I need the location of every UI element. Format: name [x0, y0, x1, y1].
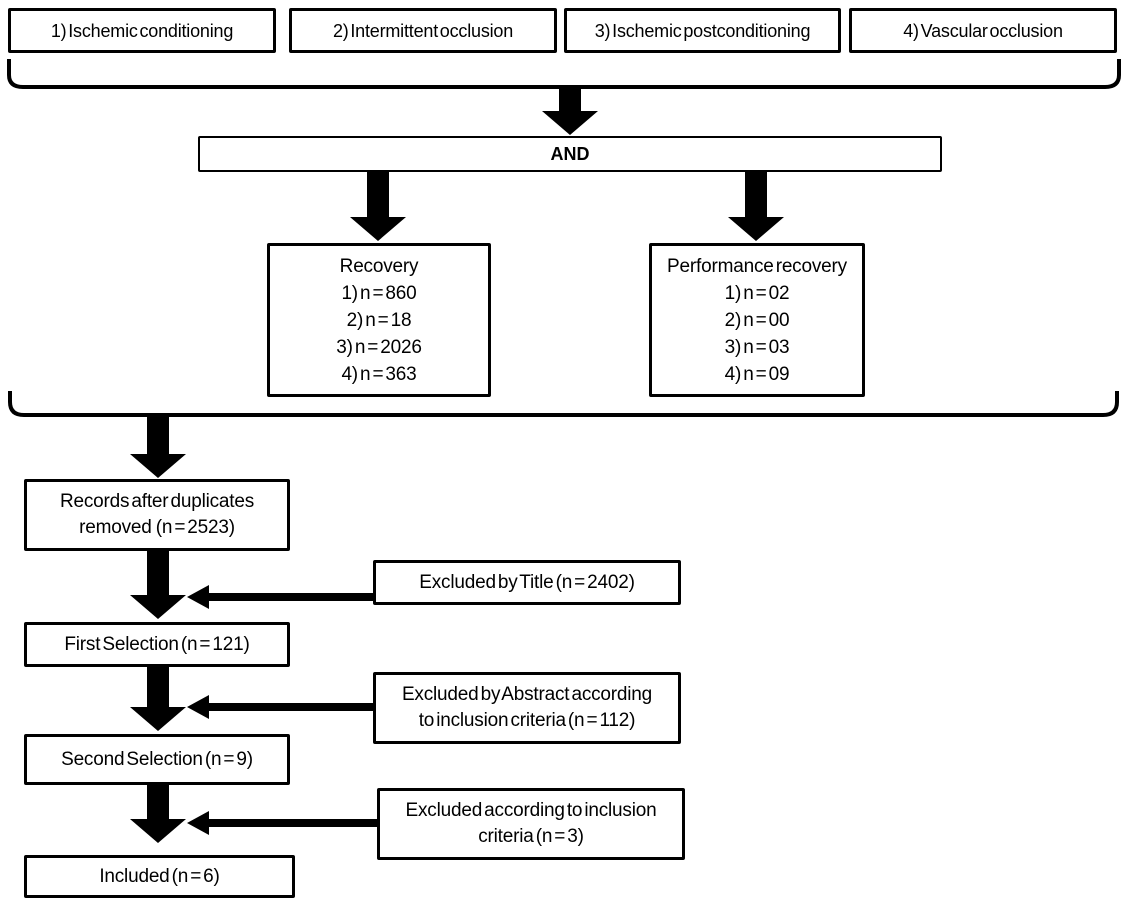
down-arrow-records-to-first-selection	[130, 551, 186, 619]
recovery-count-4: 4) n = 363	[341, 363, 417, 385]
and-operator-label: AND	[550, 144, 590, 164]
box-excluded-by-title: Excluded by Title (n = 2402)	[373, 560, 681, 605]
recovery-count-1: 1) n = 860	[341, 282, 417, 304]
down-arrow-and-to-performance-recovery	[728, 172, 784, 241]
first-selection-label: First Selection (n = 121)	[64, 633, 250, 655]
search-term-2-label: 2) Intermittent occlusion	[332, 20, 514, 41]
search-term-3-label: 3) Ischemic postconditioning	[594, 20, 811, 41]
records-line-1: Records after duplicates	[59, 491, 255, 512]
box-first-selection: First Selection (n = 121)	[24, 622, 290, 667]
box-search-term-3: 3) Ischemic postconditioning	[564, 8, 841, 53]
box-excluded-by-abstract: Excluded by Abstract according to inclus…	[373, 672, 681, 744]
down-arrow-second-to-included	[130, 785, 186, 843]
excluded-by-inclusion-line-1: Excluded according to inclusion	[405, 800, 657, 821]
down-arrow-bracket-to-records	[130, 416, 186, 478]
box-records-after-duplicates: Records after duplicates removed (n = 25…	[24, 479, 290, 551]
records-line-2: removed (n = 2523)	[79, 517, 235, 538]
recovery-title: Recovery	[339, 255, 419, 277]
down-arrow-bracket-to-and	[542, 87, 598, 135]
excluded-by-abstract-line-1: Excluded by Abstract according	[401, 684, 653, 705]
performance-recovery-count-2: 2) n = 00	[724, 309, 790, 331]
box-search-term-2: 2) Intermittent occlusion	[289, 8, 557, 53]
excluded-by-title-label: Excluded by Title (n = 2402)	[419, 571, 635, 593]
search-term-1-label: 1) Ischemic conditioning	[50, 20, 234, 41]
left-arrow-excluded-by-abstract	[187, 695, 374, 719]
search-term-4-label: 4) Vascular occlusion	[903, 20, 1063, 41]
performance-recovery-title: Performance recovery	[667, 255, 847, 277]
recovery-count-2: 2) n = 18	[346, 309, 412, 331]
box-and-operator: AND	[198, 136, 942, 172]
excluded-by-abstract-line-2: to inclusion criteria (n = 112)	[418, 710, 636, 731]
left-arrow-excluded-by-title	[187, 585, 374, 609]
down-arrow-first-to-second-selection	[130, 666, 186, 731]
down-arrow-and-to-recovery	[350, 172, 406, 241]
second-selection-label: Second Selection (n = 9)	[61, 748, 253, 770]
box-search-term-4: 4) Vascular occlusion	[849, 8, 1117, 53]
box-recovery-counts: Recovery 1) n = 860 2) n = 18 3) n = 202…	[267, 243, 491, 397]
bracket-search-terms	[7, 59, 1121, 89]
box-performance-recovery-counts: Performance recovery 1) n = 02 2) n = 00…	[649, 243, 865, 397]
box-excluded-by-inclusion: Excluded according to inclusion criteria…	[377, 788, 685, 860]
performance-recovery-count-1: 1) n = 02	[724, 282, 790, 304]
excluded-by-inclusion-line-2: criteria (n = 3)	[478, 826, 584, 847]
performance-recovery-count-4: 4) n = 09	[724, 363, 790, 385]
left-arrow-excluded-by-inclusion	[187, 811, 377, 835]
box-search-term-1: 1) Ischemic conditioning	[8, 8, 276, 53]
performance-recovery-count-3: 3) n = 03	[724, 336, 790, 358]
bracket-results	[8, 391, 1119, 417]
box-included: Included (n = 6)	[24, 855, 295, 898]
included-label: Included (n = 6)	[99, 865, 220, 887]
recovery-count-3: 3) n = 2026	[336, 336, 422, 358]
box-second-selection: Second Selection (n = 9)	[24, 734, 290, 785]
